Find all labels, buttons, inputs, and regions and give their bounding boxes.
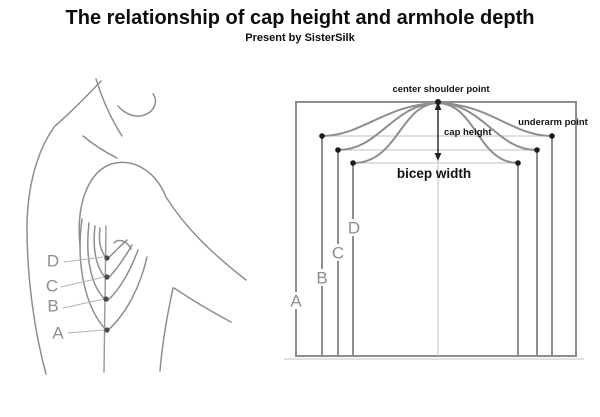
- deltoid-arm-top-path: [78, 161, 247, 281]
- label-gap-c: [331, 244, 345, 261]
- page-subtitle: Present by SisterSilk: [245, 32, 355, 44]
- underarm-dot-d-left: [350, 160, 356, 166]
- arrowhead-down: [434, 153, 442, 161]
- armhole-curve-a: [79, 218, 148, 333]
- sleeve-pattern-diagram: D C B A center shoulder point underarm p…: [284, 84, 589, 360]
- underarm-dot-d-right: [515, 160, 521, 166]
- figure-letter-labels: D C B A: [46, 252, 64, 343]
- point-dot-b: [103, 296, 109, 302]
- underarm-dot-c-left: [335, 147, 341, 153]
- cap-height-arrow: [434, 102, 442, 161]
- sleeve-side-lines: [321, 136, 553, 356]
- cap-curve-c-left: [337, 102, 439, 151]
- leader-line-a: [67, 329, 105, 334]
- cap-height-label: cap height: [444, 127, 492, 138]
- armhole-curve-d: [98, 227, 128, 261]
- underarm-point-label: underarm point: [518, 117, 589, 128]
- shoulder-slope-path: [82, 135, 118, 159]
- label-gap-a: [289, 292, 303, 309]
- jaw-hook-path: [117, 93, 157, 117]
- back-outline-path: [26, 80, 102, 375]
- bicep-width-label: bicep width: [397, 166, 471, 181]
- label-leader-lines: [60, 256, 105, 334]
- label-gap-d: [347, 219, 361, 236]
- arm-underside-path: [173, 287, 232, 323]
- center-shoulder-point-label: center shoulder point: [392, 84, 490, 95]
- underarm-dot-b-left: [319, 133, 325, 139]
- armhole-depth-curves: [79, 218, 148, 333]
- pattern-label-c: C: [332, 244, 344, 263]
- pattern-label-d: D: [348, 219, 360, 238]
- pattern-label-a: A: [290, 292, 302, 311]
- leader-line-c: [60, 276, 105, 288]
- throat-line-path: [95, 78, 123, 137]
- label-gap-b: [315, 269, 329, 286]
- cap-curve-d-right: [437, 102, 519, 164]
- sleeve-cap-curves: [321, 102, 553, 164]
- leader-line-d: [63, 256, 104, 263]
- header: The relationship of cap height and armho…: [0, 0, 600, 44]
- point-dot-d: [104, 255, 110, 261]
- page-title: The relationship of cap height and armho…: [65, 7, 535, 29]
- leader-line-b: [62, 298, 105, 309]
- figure-label-c: C: [46, 277, 58, 296]
- pattern-annotations: center shoulder point underarm point cap…: [392, 84, 588, 181]
- armhole-curve-b: [87, 222, 139, 302]
- pattern-label-b: B: [316, 269, 327, 288]
- point-dot-a: [104, 327, 110, 333]
- point-dot-c: [104, 274, 110, 280]
- underarm-dot-c-right: [534, 147, 540, 153]
- figure-label-d: D: [47, 252, 59, 271]
- armhole-point-dots: [103, 255, 110, 333]
- body-figure-illustration: D C B A: [26, 78, 247, 375]
- pattern-point-dots: [319, 99, 555, 166]
- body-side-path: [159, 287, 174, 372]
- arrowhead-up: [434, 102, 442, 110]
- underarm-dot-b-right: [549, 133, 555, 139]
- figure-label-a: A: [52, 324, 64, 343]
- cap-curve-c-right: [437, 102, 538, 151]
- center-shoulder-dot: [435, 99, 441, 105]
- figure-label-b: B: [47, 297, 58, 316]
- cap-curve-d-left: [352, 102, 439, 164]
- pattern-letter-labels: D C B A: [289, 219, 361, 311]
